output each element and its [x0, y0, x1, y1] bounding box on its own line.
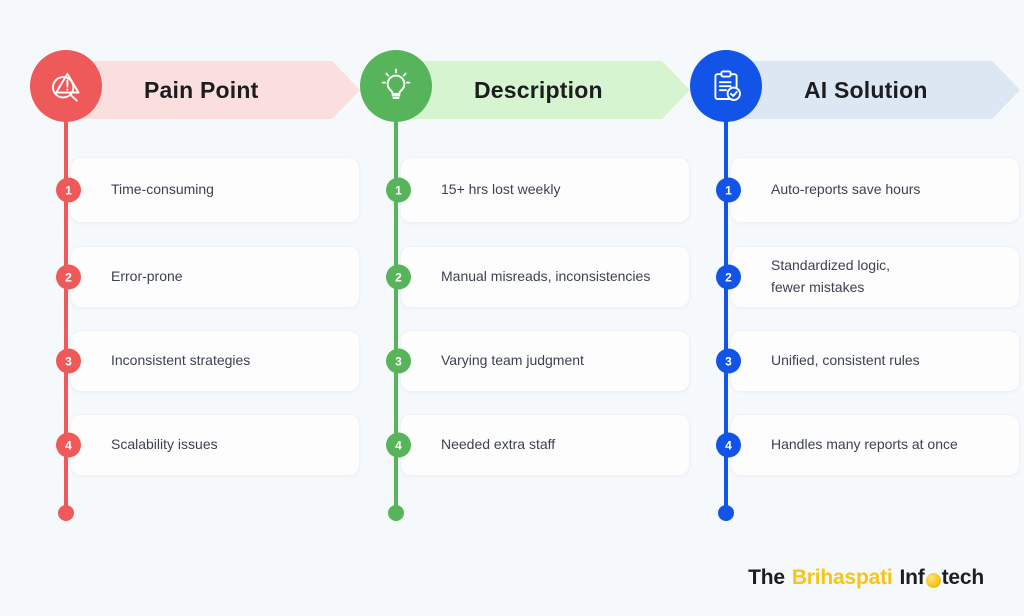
item-text: Time-consuming: [111, 181, 214, 198]
item-text: Scalability issues: [111, 436, 218, 453]
column-header-description: Description: [360, 50, 690, 130]
list-item: Unified, consistent rules 3: [716, 330, 1020, 392]
item-number-badge: 3: [386, 348, 411, 374]
item-number-badge: 2: [56, 264, 81, 290]
list-item: Varying team judgment 3: [386, 330, 690, 392]
item-card: Handles many reports at once: [730, 414, 1020, 476]
item-text: Error-prone: [111, 268, 183, 285]
list-item: Error-prone 2: [56, 246, 360, 308]
item-text: Standardized logic, fewer mistakes: [771, 257, 891, 295]
item-text: Manual misreads, inconsistencies: [441, 268, 651, 285]
list-item: Manual misreads, inconsistencies 2: [386, 246, 690, 308]
timeline-end-dot-ai-solution: [718, 505, 734, 521]
item-text: 15+ hrs lost weekly: [441, 181, 561, 198]
item-card: 15+ hrs lost weekly: [400, 157, 690, 223]
item-card: Manual misreads, inconsistencies: [400, 246, 690, 308]
header-banner-pain-point: Pain Point: [66, 61, 360, 119]
item-number-badge: 4: [386, 432, 411, 458]
list-item: Handles many reports at once 4: [716, 414, 1020, 476]
timeline-line-description: [394, 120, 398, 515]
item-number-badge: 1: [56, 177, 81, 203]
item-number-badge: 2: [386, 264, 411, 290]
item-number-badge: 2: [716, 264, 741, 290]
column-header-pain-point: Pain Point: [30, 50, 360, 130]
item-text: Needed extra staff: [441, 436, 556, 453]
timeline-end-dot-description: [388, 505, 404, 521]
list-item: Time-consuming 1: [56, 157, 360, 223]
item-card: Standardized logic, fewer mistakes: [730, 246, 1020, 308]
header-banner-description: Description: [396, 61, 690, 119]
item-number-badge: 3: [716, 348, 741, 374]
item-card: Error-prone: [70, 246, 360, 308]
item-text: Auto-reports save hours: [771, 181, 921, 198]
header-banner-ai-solution: AI Solution: [726, 61, 1020, 119]
list-item: Standardized logic, fewer mistakes 2: [716, 246, 1020, 308]
timeline-line-pain-point: [64, 120, 68, 515]
warning-magnifier-icon: [30, 50, 102, 122]
list-item: Auto-reports save hours 1: [716, 157, 1020, 223]
globe-icon: [925, 572, 941, 588]
timeline-line-ai-solution: [724, 120, 728, 515]
item-card: Auto-reports save hours: [730, 157, 1020, 223]
list-item: Needed extra staff 4: [386, 414, 690, 476]
list-item: 15+ hrs lost weekly 1: [386, 157, 690, 223]
column-title-ai-solution: AI Solution: [804, 76, 928, 103]
item-text: Inconsistent strategies: [111, 352, 251, 369]
item-card: Time-consuming: [70, 157, 360, 223]
column-title-description: Description: [474, 76, 603, 103]
item-number-badge: 1: [716, 177, 741, 203]
item-card: Inconsistent strategies: [70, 330, 360, 392]
item-number-badge: 4: [716, 432, 741, 458]
item-card: Varying team judgment: [400, 330, 690, 392]
item-card: Needed extra staff: [400, 414, 690, 476]
clipboard-check-icon: [690, 50, 762, 122]
item-text: Unified, consistent rules: [771, 352, 920, 369]
column-header-ai-solution: AI Solution: [690, 50, 1020, 130]
list-item: Scalability issues 4: [56, 414, 360, 476]
item-card: Unified, consistent rules: [730, 330, 1020, 392]
item-number-badge: 4: [56, 432, 81, 458]
item-text: Varying team judgment: [441, 352, 584, 369]
logo-brand: Brihaspati: [791, 566, 893, 589]
item-number-badge: 3: [56, 348, 81, 374]
logo-inf: Inf: [899, 566, 925, 589]
list-item: Inconsistent strategies 3: [56, 330, 360, 392]
item-card: Scalability issues: [70, 414, 360, 476]
item-text: Handles many reports at once: [771, 436, 958, 453]
logo-tech: tech: [941, 566, 985, 589]
logo-the: The: [748, 566, 785, 589]
item-number-badge: 1: [386, 177, 411, 203]
lightbulb-icon: [360, 50, 432, 122]
column-title-pain-point: Pain Point: [144, 76, 259, 103]
timeline-end-dot-pain-point: [58, 505, 74, 521]
